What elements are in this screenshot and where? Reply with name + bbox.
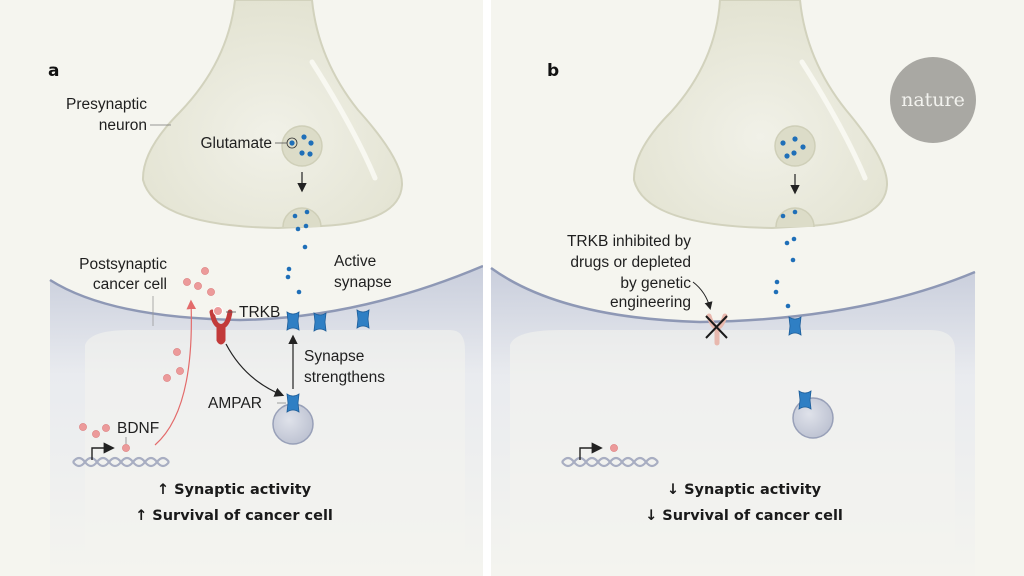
released-glutamate: [285, 209, 310, 295]
label-trkb-note-2: drugs or depleted: [570, 254, 691, 271]
label-active: Active: [334, 253, 376, 270]
label-cancer-cell: cancer cell: [93, 276, 167, 293]
ampar-receptor: [356, 309, 370, 329]
fusing-vesicle-b: [775, 207, 815, 228]
panel-a: a Presynaptic neuron Glutamate Postsynap…: [0, 0, 484, 576]
ampar-receptor: [286, 393, 300, 413]
ampar-receptor: [313, 312, 327, 332]
bdnf-particle-b: [610, 444, 618, 452]
outcome-synaptic-activity-down: ↓ Synaptic activity: [667, 482, 822, 498]
glutamate-molecules: [289, 134, 314, 157]
glutamate-molecules-b: [780, 136, 806, 159]
label-trkb-note-4: engineering: [610, 294, 691, 311]
label-neuron: neuron: [99, 117, 147, 134]
label-trkb-note-3: by genetic: [620, 275, 691, 292]
label-ampar: AMPAR: [208, 395, 262, 412]
label-bdnf: BDNF: [117, 420, 159, 437]
released-glutamate-b: [773, 209, 798, 309]
presynaptic-neuron: [141, 0, 404, 230]
outcome-survival-up: ↑ Survival of cancer cell: [135, 508, 333, 524]
panel-letter-a: a: [48, 61, 59, 81]
label-synapse-strengthens-1: Synapse: [304, 348, 364, 365]
inhibition-x-icon: [705, 315, 728, 339]
bdnf-particles: [79, 267, 215, 452]
panel-letter-b: b: [547, 61, 559, 81]
label-synapse: synapse: [334, 274, 392, 291]
label-trkb: TRKB: [239, 304, 280, 321]
label-postsynaptic: Postsynaptic: [79, 256, 167, 273]
outcome-survival-down: ↓ Survival of cancer cell: [645, 508, 843, 524]
ampar-vesicle-b: [792, 397, 834, 439]
fusing-vesicle: [282, 207, 322, 228]
ampar-receptor-b: [788, 316, 802, 336]
glutamate-vesicle-b: [774, 125, 816, 167]
label-glutamate: Glutamate: [200, 135, 272, 152]
presynaptic-neuron-b: [632, 0, 889, 230]
ampar-receptor-b: [798, 390, 812, 410]
transcription-arrow: [91, 442, 115, 460]
label-presynaptic: Presynaptic: [66, 96, 147, 113]
nature-logo-text: nature: [901, 89, 965, 111]
label-synapse-strengthens-2: strengthens: [304, 369, 385, 386]
transcription-arrow-b: [579, 442, 603, 460]
nature-logo-badge: nature: [890, 57, 976, 143]
glutamate-vesicle: [281, 125, 323, 167]
panel-divider: [483, 0, 491, 576]
outcome-synaptic-activity-up: ↑ Synaptic activity: [157, 482, 312, 498]
ampar-receptor: [286, 311, 300, 331]
panel-b: nature b TRKB inhibited by drugs or depl…: [490, 0, 1024, 576]
trkb-receptor: [209, 306, 233, 345]
trkb-inhibited: [705, 313, 728, 346]
label-trkb-note-1: TRKB inhibited by: [567, 233, 691, 250]
